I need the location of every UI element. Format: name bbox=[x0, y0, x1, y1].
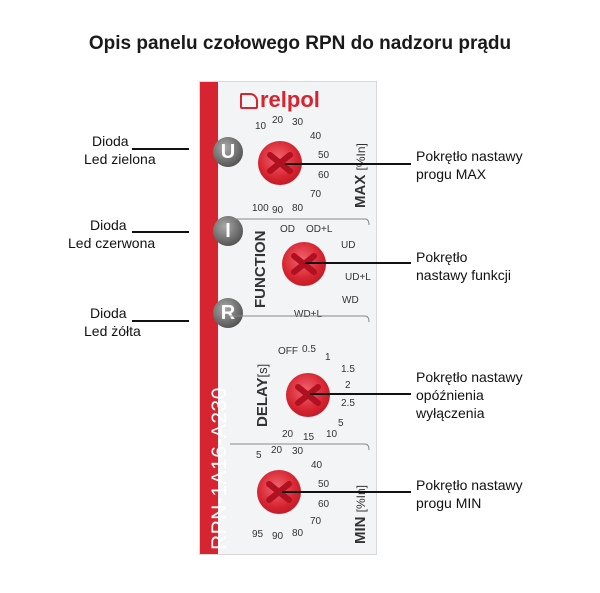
function-dial-title: FUNCTION bbox=[252, 230, 269, 309]
min-scale-label: 30 bbox=[292, 446, 304, 457]
min-scale-label: 90 bbox=[272, 531, 284, 542]
max-scale-label: 100 bbox=[252, 203, 269, 214]
brand-name: relpol bbox=[260, 87, 320, 112]
brand-logo: relpol bbox=[240, 87, 320, 113]
cross-slot-icon bbox=[295, 384, 321, 406]
page-title: Opis panelu czołowego RPN do nadzoru prą… bbox=[88, 33, 512, 54]
leader-line bbox=[305, 262, 411, 264]
leader-line bbox=[310, 393, 411, 395]
min-scale-label: 95 bbox=[252, 529, 264, 540]
delay-dial-title: DELAY[s] bbox=[254, 363, 271, 427]
model-label: RPN-1A16-A230 bbox=[208, 387, 231, 550]
callout-knob-max: Pokrętło nastawy progu MAX bbox=[416, 148, 523, 182]
leader-line bbox=[285, 163, 411, 165]
delay-scale-label: 2.5 bbox=[341, 398, 355, 409]
delay-scale-label: 2 bbox=[345, 380, 351, 391]
min-dial-title: MIN [%In] bbox=[352, 484, 369, 544]
max-scale-label: 50 bbox=[318, 150, 330, 161]
min-scale-label: 70 bbox=[310, 516, 322, 527]
max-scale-label: 80 bbox=[292, 203, 304, 214]
max-dial-title: MAX [%In] bbox=[352, 143, 369, 208]
max-scale-label: 20 bbox=[272, 115, 284, 126]
function-scale-label: OD+L bbox=[306, 224, 333, 235]
leader-line bbox=[282, 491, 411, 493]
cross-slot-icon bbox=[291, 253, 317, 275]
delay-scale-label: 10 bbox=[326, 429, 338, 440]
max-scale-label: 10 bbox=[255, 121, 267, 132]
min-scale-label: 80 bbox=[292, 528, 304, 539]
max-scale-label: 70 bbox=[310, 189, 322, 200]
min-scale-label: 5 bbox=[256, 450, 262, 461]
min-scale-label: 50 bbox=[318, 479, 330, 490]
led-i: I bbox=[213, 216, 243, 246]
delay-scale-label: 15 bbox=[303, 432, 315, 443]
function-scale-label: WD+L bbox=[294, 309, 323, 320]
leader-line bbox=[132, 320, 189, 322]
leader-line bbox=[132, 231, 189, 233]
function-scale-label: UD+L bbox=[345, 272, 371, 283]
leader-line bbox=[132, 148, 189, 150]
max-scale-label: 40 bbox=[310, 131, 322, 142]
delay-scale-label: OFF bbox=[278, 346, 298, 357]
led-r: R bbox=[213, 298, 243, 328]
callout-knob-delay: Pokrętło nastawy opóźnienia wyłączenia bbox=[416, 369, 523, 421]
function-scale-label: OD bbox=[280, 224, 295, 235]
delay-scale-label: 20 bbox=[282, 429, 294, 440]
min-scale-label: 40 bbox=[311, 460, 323, 471]
dial-separator bbox=[230, 443, 370, 451]
callout-led-red: Dioda Led czerwona bbox=[68, 217, 156, 251]
delay-scale-label: 1.5 bbox=[341, 364, 355, 375]
min-scale-label: 60 bbox=[318, 499, 330, 510]
red-side-strip: RPN-1A16-A230 bbox=[200, 82, 231, 554]
function-knob[interactable] bbox=[282, 242, 326, 286]
callout-led-green: Dioda Led zielona bbox=[84, 133, 156, 167]
delay-scale-label: 5 bbox=[338, 418, 344, 429]
callout-knob-min: Pokrętło nastawy progu MIN bbox=[416, 477, 523, 511]
dial-separator bbox=[230, 315, 370, 323]
max-scale-label: 90 bbox=[272, 205, 284, 216]
max-scale-label: 60 bbox=[318, 170, 330, 181]
delay-knob[interactable] bbox=[286, 373, 330, 417]
relay-front-panel: RPN-1A16-A230 relpol U I R 10 20 30 40 5… bbox=[199, 81, 377, 555]
relpol-logo-icon bbox=[240, 93, 258, 109]
delay-scale-label: 1 bbox=[325, 352, 331, 363]
max-knob[interactable] bbox=[258, 141, 302, 185]
cross-slot-icon bbox=[267, 152, 293, 174]
cross-slot-icon bbox=[266, 481, 292, 503]
delay-scale-label: 0.5 bbox=[302, 344, 316, 355]
callout-knob-function: Pokrętło nastawy funkcji bbox=[416, 249, 511, 283]
min-scale-label: 20 bbox=[271, 445, 283, 456]
max-scale-label: 30 bbox=[292, 117, 304, 128]
function-scale-label: UD bbox=[341, 240, 356, 251]
callout-led-yellow: Dioda Led żółta bbox=[84, 305, 141, 339]
min-unit: [%In] bbox=[354, 484, 368, 513]
dial-separator bbox=[230, 218, 370, 226]
function-scale-label: WD bbox=[342, 295, 359, 306]
max-unit: [%In] bbox=[354, 143, 368, 171]
delay-unit: [s] bbox=[255, 363, 270, 378]
led-u: U bbox=[213, 137, 243, 167]
